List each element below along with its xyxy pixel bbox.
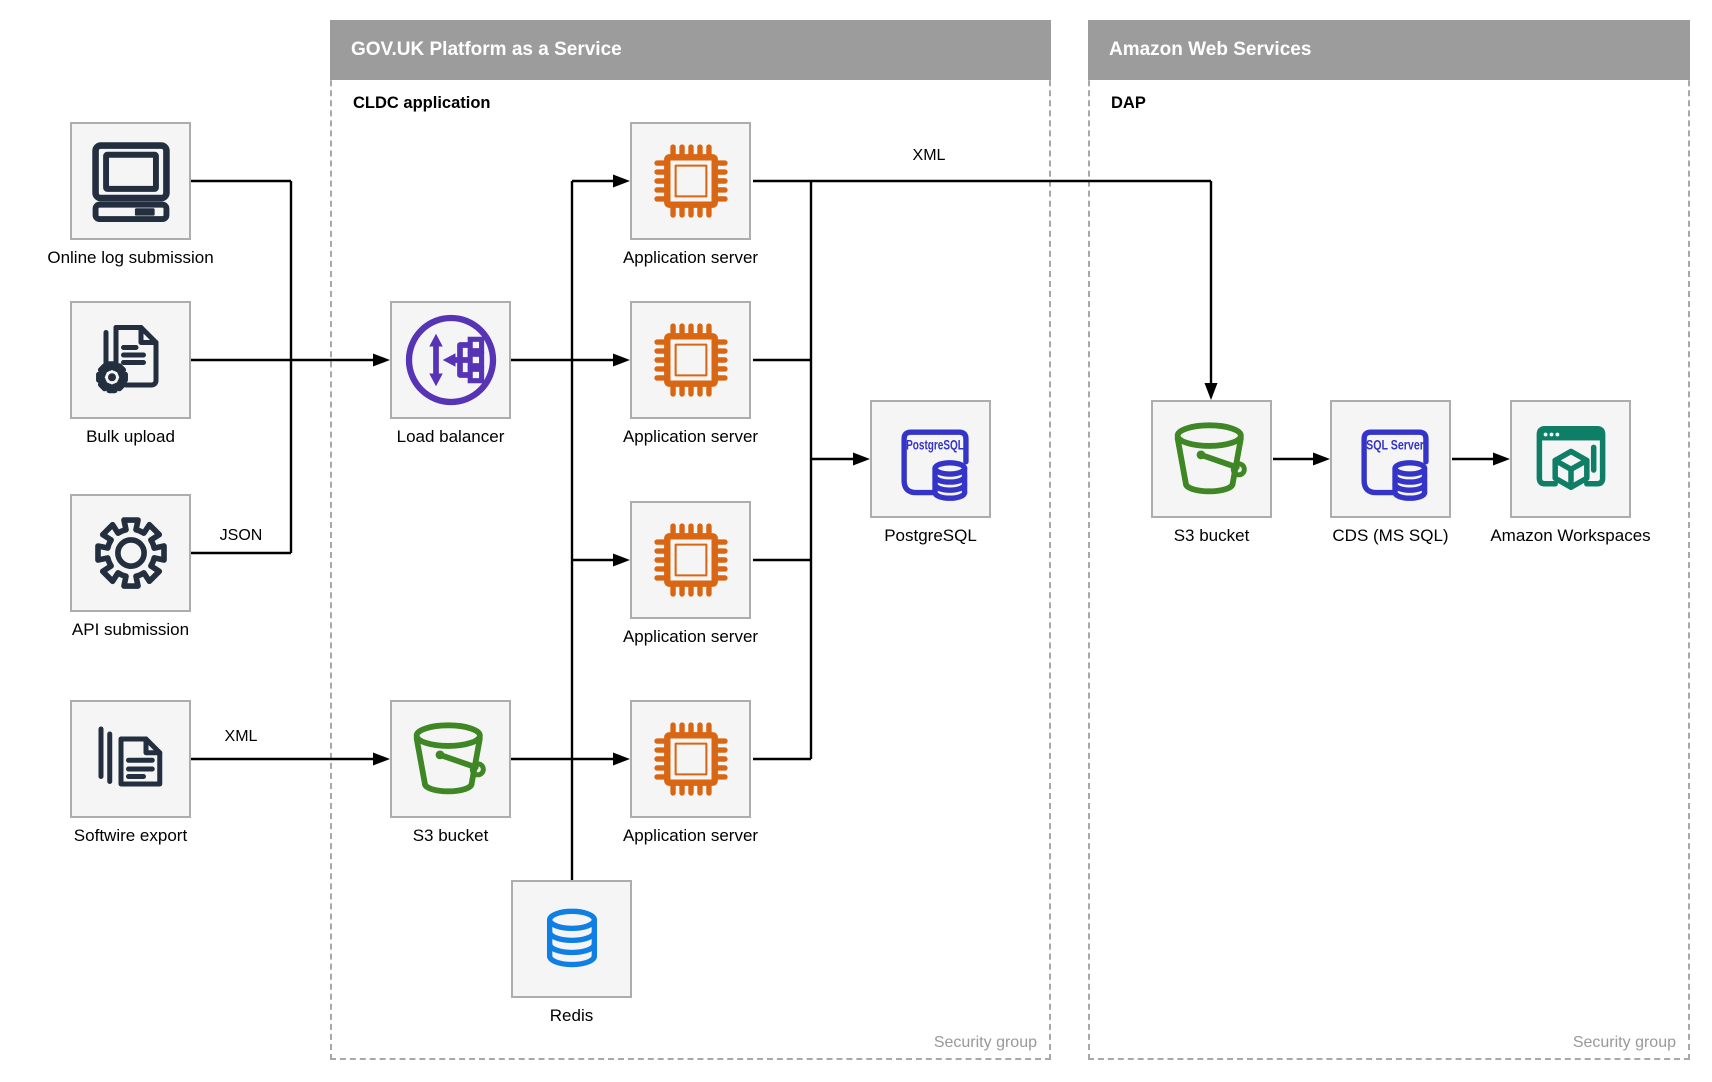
node-bulk-upload: Bulk upload — [70, 301, 191, 446]
node-label: Application server — [622, 427, 759, 446]
node-label: S3 bucket — [412, 826, 489, 845]
arrowhead-cds — [1313, 452, 1330, 466]
arrowhead-s3-aws — [1204, 383, 1218, 400]
node-label: Application server — [622, 248, 759, 267]
load-balancer-icon — [405, 314, 496, 406]
computer-icon — [91, 142, 170, 223]
app-server-box — [630, 501, 751, 619]
sql-server-icon: SQL Server — [1360, 429, 1429, 501]
chip-icon — [653, 722, 728, 796]
node-app-server-3: Application server — [623, 501, 758, 646]
aws-container: Amazon Web Services DAP Security group — [1088, 20, 1690, 1060]
workspaces-icon — [1536, 426, 1605, 490]
app-server-box — [630, 301, 751, 419]
app-server-box — [630, 700, 751, 818]
arrowhead-app4 — [613, 752, 630, 766]
document-gear-icon — [95, 325, 158, 394]
node-label: Softwire export — [73, 826, 188, 845]
chip-icon — [653, 523, 728, 597]
arrowhead-loadbalancer — [373, 353, 390, 367]
chip-icon — [653, 144, 728, 218]
arrowheads — [373, 174, 1510, 766]
node-online-log-submission: Online log submission — [47, 122, 214, 267]
node-app-server-1: Application server — [623, 122, 758, 267]
node-label: Redis — [549, 1006, 594, 1025]
node-app-server-2: Application server — [623, 301, 758, 446]
appservers-collector-line — [753, 181, 813, 761]
node-cds-mssql: SQL Server CDS (MS SQL) — [1330, 400, 1451, 545]
app-server-box — [630, 122, 751, 240]
arrowhead-s3-paas — [373, 752, 390, 766]
paas-sublabel: CLDC application — [353, 94, 491, 112]
documents-icon — [98, 726, 162, 787]
arrowhead-workspaces — [1493, 452, 1510, 466]
node-postgresql: PostgreSQL PostgreSQL — [870, 400, 991, 545]
aws-sublabel: DAP — [1111, 94, 1146, 112]
database-icon — [546, 908, 597, 968]
postgresql-box: PostgreSQL — [870, 400, 991, 518]
aws-security-group-label: Security group — [1572, 1034, 1676, 1051]
arrowhead-app2 — [613, 353, 630, 367]
node-label: S3 bucket — [1173, 526, 1250, 545]
load-balancer-box — [390, 301, 511, 419]
online-log-box — [70, 122, 191, 240]
s3-bucket-icon — [1174, 422, 1247, 495]
xml-to-aws-line — [753, 179, 1213, 384]
node-softwire-export: Softwire export — [70, 700, 191, 845]
paas-security-group-label: Security group — [933, 1034, 1037, 1051]
node-s3-bucket-aws: S3 bucket — [1151, 400, 1272, 545]
node-load-balancer: Load balancer — [390, 301, 511, 446]
node-amazon-workspaces: Amazon Workspaces — [1490, 400, 1651, 545]
node-app-server-4: Application server — [623, 700, 758, 845]
gear-icon — [94, 517, 167, 589]
cds-box: SQL Server — [1330, 400, 1451, 518]
chip-icon — [653, 323, 728, 397]
node-label: Online log submission — [47, 248, 214, 267]
node-label: Application server — [622, 627, 759, 646]
node-label: API submission — [71, 620, 190, 639]
s3-bucket-box — [390, 700, 511, 818]
node-label: Amazon Workspaces — [1490, 526, 1651, 545]
edge-label-json: JSON — [219, 527, 263, 544]
node-label: Bulk upload — [86, 427, 175, 446]
postgresql-icon-text: PostgreSQL — [906, 437, 964, 453]
s3-bucket-box — [1151, 400, 1272, 518]
bulk-upload-box — [70, 301, 191, 419]
node-s3-bucket-paas: S3 bucket — [390, 700, 511, 845]
paas-container: GOV.UK Platform as a Service CLDC applic… — [330, 20, 1051, 1060]
workspaces-box — [1510, 400, 1631, 518]
aws-header: Amazon Web Services — [1088, 20, 1690, 80]
connector-lines — [191, 179, 1494, 880]
sql-server-icon-text: SQL Server — [1366, 437, 1424, 453]
edge-label-xml-softwire: XML — [224, 728, 258, 745]
node-label: PostgreSQL — [884, 526, 977, 545]
edge-label-xml-app: XML — [912, 147, 946, 164]
sources-merge-line — [191, 179, 293, 555]
node-label: Application server — [622, 826, 759, 845]
arrowhead-app1 — [613, 174, 630, 188]
api-submission-box — [70, 494, 191, 612]
redis-box — [511, 880, 632, 998]
arrowhead-app3 — [613, 553, 630, 567]
node-api-submission: API submission — [70, 494, 191, 639]
paas-header: GOV.UK Platform as a Service — [330, 20, 1051, 80]
softwire-export-box — [70, 700, 191, 818]
s3-bucket-icon — [413, 722, 486, 795]
postgresql-icon: PostgreSQL — [900, 429, 969, 501]
node-label: Load balancer — [396, 427, 505, 446]
node-redis: Redis — [511, 880, 632, 1025]
node-label: CDS (MS SQL) — [1332, 526, 1449, 545]
arrowhead-postgres — [853, 452, 870, 466]
